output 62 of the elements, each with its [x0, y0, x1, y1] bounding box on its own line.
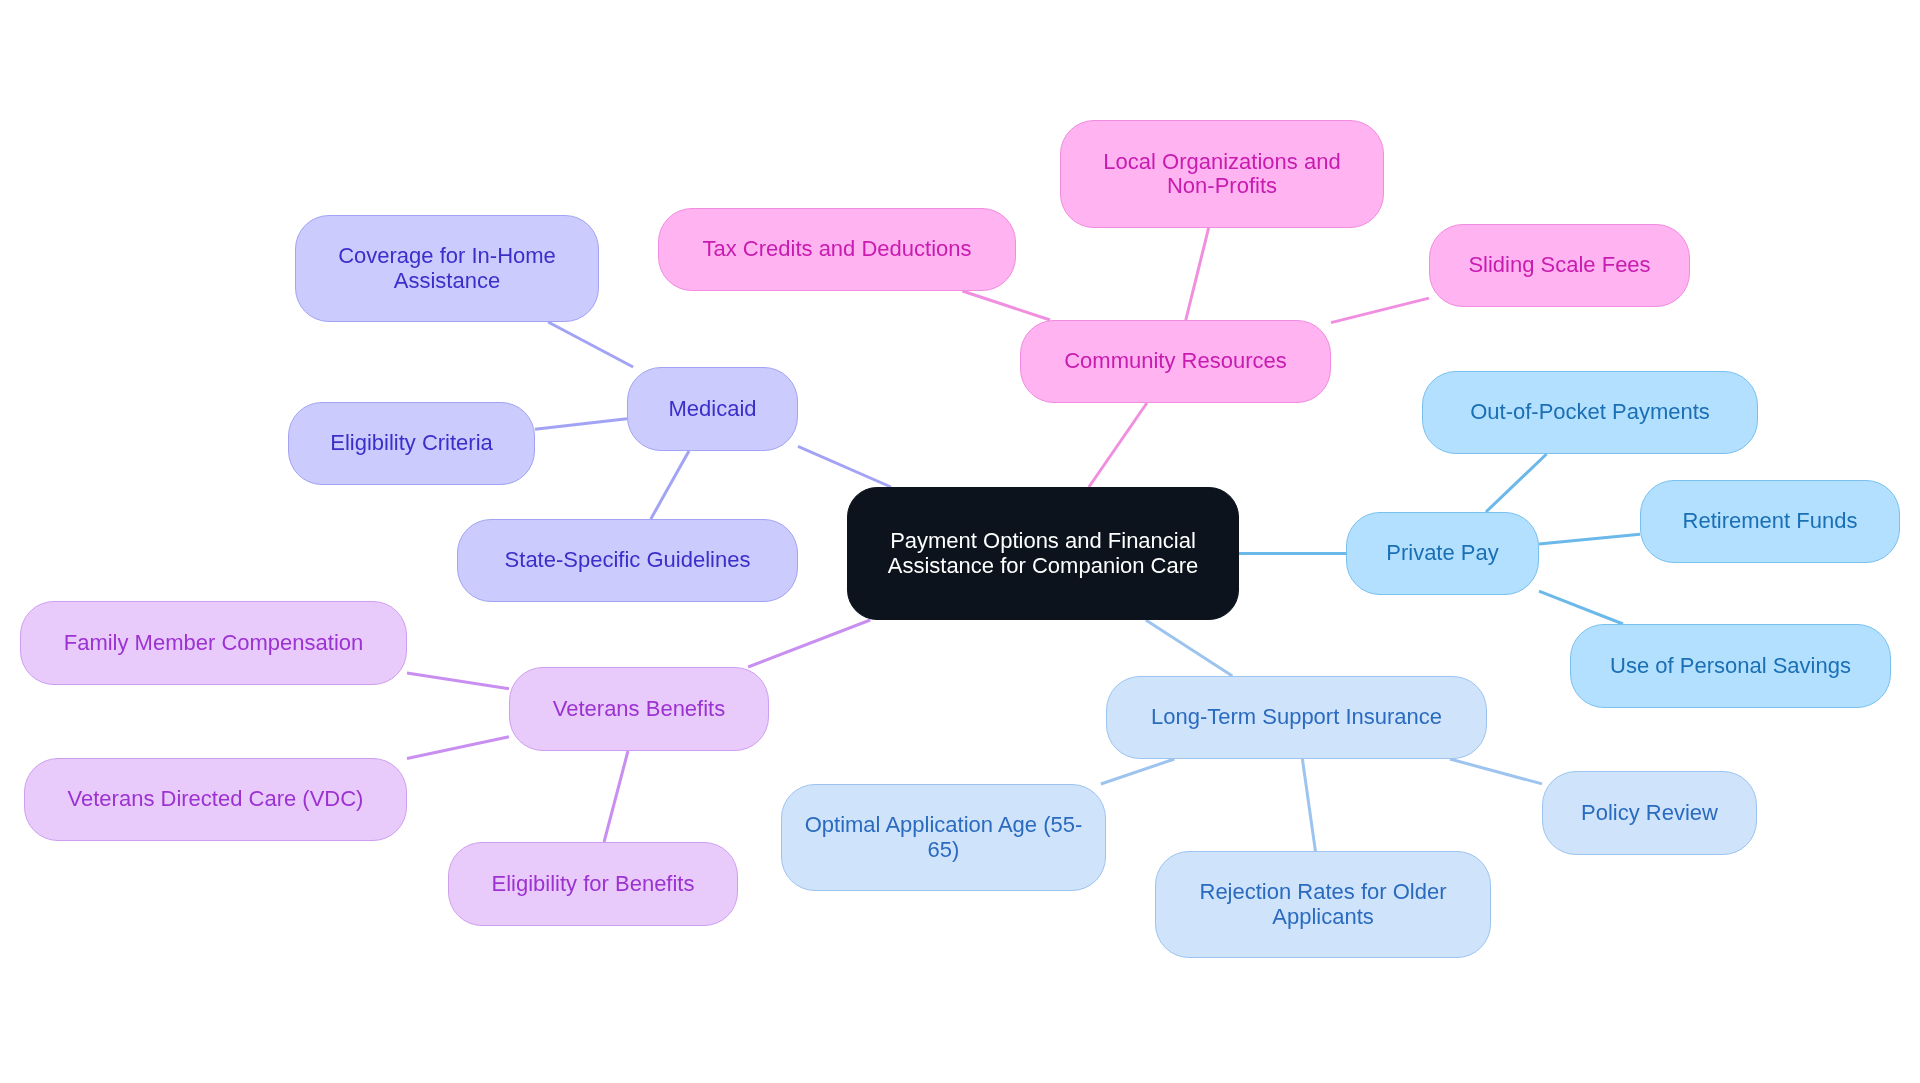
topic-label: Optimal Application Age (55-65) [803, 813, 1084, 862]
topic-label: Veterans Directed Care (VDC) [67, 787, 364, 812]
connector-line [1538, 589, 1624, 626]
topic-label: Policy Review [1581, 800, 1718, 826]
topic-box [627, 367, 798, 451]
topic-box [457, 519, 798, 602]
topic-label: Use of Personal Savings [1610, 653, 1851, 679]
connector-line [1087, 402, 1149, 488]
topic-label: Medicaid [668, 396, 757, 422]
topic-label: Coverage for In-Home Assistance [337, 244, 557, 293]
connector-line [1144, 618, 1234, 678]
topic-label: Eligibility Criteria [330, 431, 493, 456]
connector-line [1484, 452, 1548, 514]
topic-label: Local Organizations and Non-Profits [1102, 149, 1342, 199]
topic-box [1060, 120, 1384, 228]
topic-label: Rejection Rates for Older Applicants [1198, 880, 1448, 929]
connector-line [1184, 227, 1211, 321]
topic-box [1155, 851, 1491, 958]
connector-line [1538, 532, 1641, 546]
topic-label: Sliding Scale Fees [1468, 253, 1651, 278]
connector-line [406, 671, 510, 691]
topic-box [448, 842, 738, 926]
topic-box [1106, 676, 1487, 759]
connector-line [1449, 757, 1543, 786]
topic-box [1542, 771, 1757, 855]
topic-label: Eligibility for Benefits [491, 871, 695, 897]
topic-box [658, 208, 1016, 291]
topic-box [1422, 371, 1758, 454]
connector-line [961, 289, 1051, 322]
connector-line [649, 450, 691, 520]
connector-line [797, 445, 892, 489]
connector-line [747, 618, 871, 669]
topic-box [781, 784, 1106, 891]
topic-box [1640, 480, 1900, 563]
topic-label: Community Resources [1064, 349, 1287, 374]
central-topic-label: Payment Options and Financial Assistance for Companion Care [886, 529, 1200, 578]
topic-box [509, 667, 769, 751]
connector-line [547, 320, 634, 369]
topic-label: Retirement Funds [1682, 509, 1858, 534]
connector-line [534, 417, 628, 431]
topic-label: State-Specific Guidelines [504, 548, 751, 573]
topic-box [1346, 512, 1539, 595]
connector-line [1239, 552, 1346, 555]
topic-label: Family Member Compensation [63, 630, 364, 656]
topic-box [20, 601, 407, 685]
topic-box [1020, 320, 1331, 403]
connector-line [1300, 758, 1317, 852]
topic-box [24, 758, 407, 841]
connector-line [406, 735, 510, 761]
topic-label: Veterans Benefits [552, 696, 726, 722]
connector-line [1100, 757, 1175, 786]
topic-box [288, 402, 535, 485]
topic-box [1570, 624, 1891, 708]
connector-line [602, 750, 630, 843]
topic-label: Out-of-Pocket Payments [1470, 400, 1710, 425]
topic-box [295, 215, 599, 322]
topic-label: Private Pay [1386, 541, 1499, 566]
topic-label: Long-Term Support Insurance [1150, 705, 1443, 730]
central-topic-box [847, 487, 1239, 620]
connector-line [1330, 296, 1430, 325]
topic-label: Tax Credits and Deductions [702, 237, 972, 262]
topic-box [1429, 224, 1690, 307]
